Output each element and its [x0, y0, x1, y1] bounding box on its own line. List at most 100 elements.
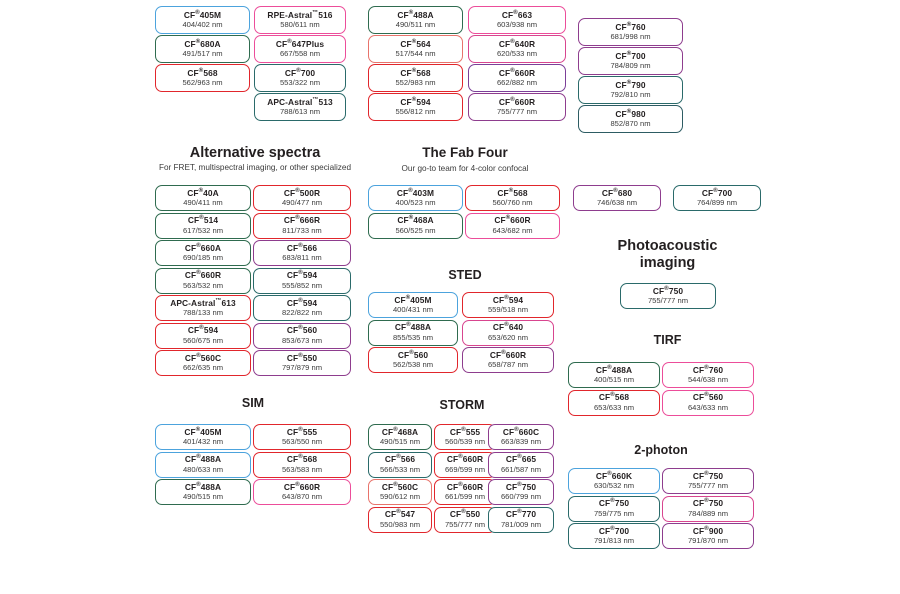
- dye-name: CF®566: [286, 242, 318, 253]
- trademark-symbol: ®: [295, 187, 300, 194]
- dye-name: CF®500R: [283, 187, 321, 198]
- dye-wavelengths: 590/612 nm: [379, 492, 421, 502]
- dye-name: CF®594: [286, 270, 318, 281]
- dye-wavelengths: 490/515 nm: [182, 492, 224, 502]
- dye-wavelengths: 630/532 nm: [593, 481, 635, 491]
- dye-name: CF®594: [286, 297, 318, 308]
- trademark-symbol: ®: [704, 364, 709, 371]
- dye-wavelengths: 400/431 nm: [392, 305, 434, 315]
- dye-name: CF®660C: [502, 426, 540, 437]
- dye-wavelengths: 662/635 nm: [182, 363, 224, 373]
- trademark-symbol: ®: [713, 187, 718, 194]
- dye-name: CF®488A: [184, 454, 222, 465]
- trademark-symbol: ®: [704, 392, 709, 399]
- dye-wavelengths: 781/009 nm: [500, 519, 542, 529]
- dye-name: CF®405M: [183, 9, 222, 20]
- dye-name: CF®680A: [184, 38, 221, 49]
- dye-wavelengths: 784/889 nm: [687, 508, 729, 518]
- dye-name: CF®660R: [498, 96, 536, 107]
- dye-wavelengths: 784/809 nm: [610, 61, 651, 71]
- dye-name: CF®660K: [595, 470, 633, 481]
- dye-wavelengths: 852/870 nm: [610, 119, 651, 129]
- dye-wavelengths: 553/322 nm: [279, 78, 321, 88]
- dye-name: CF®663: [501, 9, 533, 20]
- dye-name: CF®660R: [446, 481, 484, 492]
